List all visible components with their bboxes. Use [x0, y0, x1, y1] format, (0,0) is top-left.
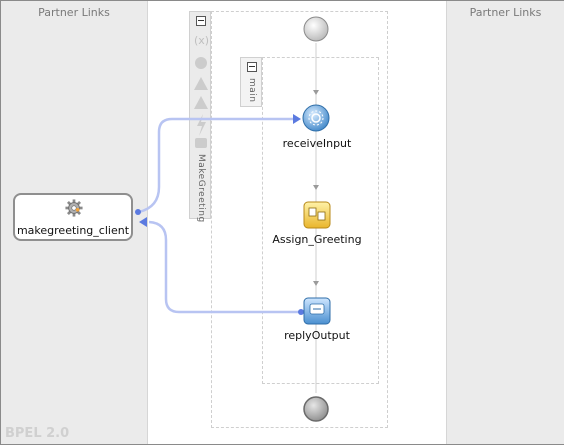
partner-wire-in: [135, 114, 301, 215]
bpel-version-label: BPEL 2.0: [5, 426, 70, 441]
partner-link-label: makegreeting_client: [16, 224, 130, 237]
flow-arrow-1: [313, 90, 319, 95]
process-end-icon[interactable]: [303, 396, 329, 422]
event-handler-icon: [194, 96, 208, 109]
termination-icon: [195, 138, 207, 148]
partner-wire-out: [139, 217, 304, 315]
scope-outline: [211, 11, 388, 428]
receive-icon: [302, 104, 330, 132]
sequence-label: main: [247, 78, 257, 103]
fault-handler-icon: [194, 77, 208, 90]
lane-title-right: Partner Links: [469, 6, 542, 19]
receive-input-activity[interactable]: [302, 104, 330, 132]
correlation-icon: [195, 57, 207, 69]
collapse-scope-icon[interactable]: [196, 16, 206, 26]
variables-icon: (x): [194, 34, 209, 47]
receive-input-label: receiveInput: [282, 137, 352, 150]
partner-link-makegreeting-client[interactable]: makegreeting_client: [13, 193, 133, 241]
scope-toolbar: (x) MakeGreeting: [189, 11, 211, 223]
reply-output-activity[interactable]: [303, 297, 331, 325]
gear-icon: [65, 199, 83, 217]
sequence-outline: [262, 57, 379, 384]
assign-icon: [303, 201, 331, 229]
sequence-toolbar: main: [240, 57, 262, 107]
assign-greeting-activity[interactable]: [303, 201, 331, 229]
lane-title-left: Partner Links: [38, 6, 110, 19]
flow-arrow-3: [313, 281, 319, 286]
compensation-icon: [197, 114, 206, 136]
assign-greeting-label: Assign_Greeting: [272, 233, 362, 246]
partner-links-lane-right: Partner Links: [446, 1, 564, 444]
flow-arrow-2: [313, 185, 319, 190]
scope-tool-icons: (x): [194, 34, 209, 148]
collapse-sequence-icon[interactable]: [247, 62, 257, 72]
process-start-icon[interactable]: [303, 16, 329, 42]
reply-output-label: replyOutput: [284, 329, 350, 342]
scope-label: MakeGreeting: [196, 154, 206, 223]
